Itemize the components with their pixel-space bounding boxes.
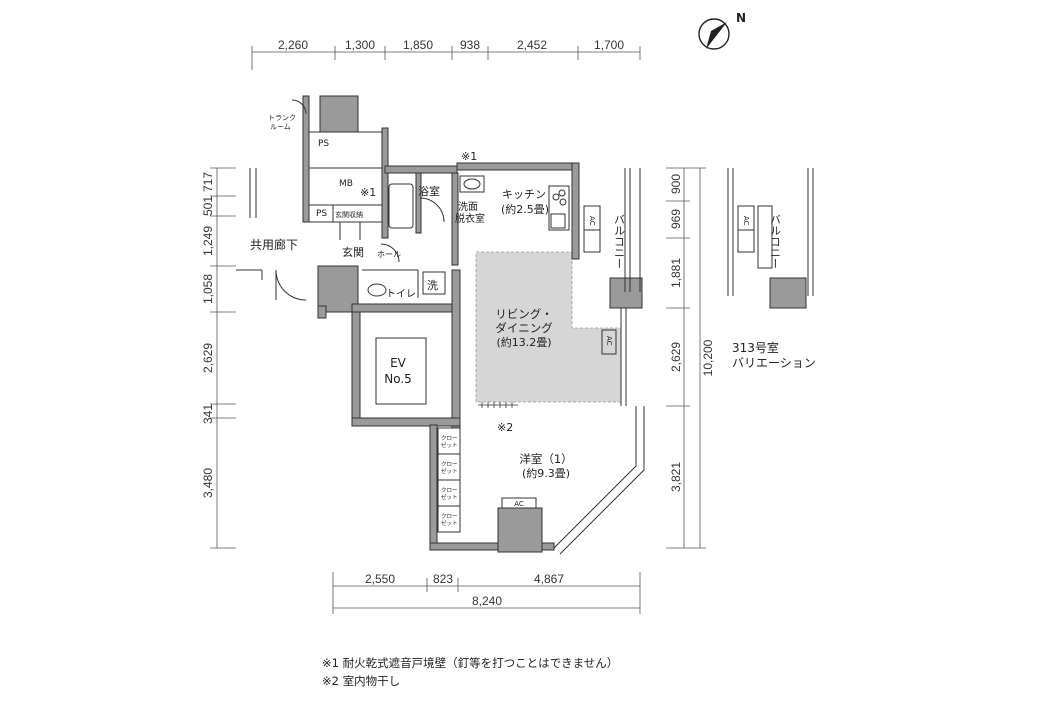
closet-2-label-1: クロー bbox=[441, 461, 458, 468]
ac-living-label: AC bbox=[605, 336, 613, 346]
living-label-2: ダイニング bbox=[495, 321, 553, 335]
living-label-1: リビング・ bbox=[495, 307, 553, 321]
ac-western-label: AC bbox=[514, 500, 524, 508]
dim-left-3: 1,249 bbox=[201, 226, 215, 256]
footnote-1: ※1 耐火乾式遮音戸境壁（釘等を打つことはできません） bbox=[322, 656, 619, 670]
window-sill-hatch bbox=[478, 402, 518, 408]
dim-left-7: 3,480 bbox=[201, 468, 215, 498]
dim-top-6: 1,700 bbox=[594, 38, 624, 52]
closet-1-label-1: クロー bbox=[441, 435, 458, 442]
dim-right-1: 900 bbox=[669, 174, 683, 194]
variation-label: バリエーション bbox=[732, 356, 816, 370]
dim-bottom-total: 8,240 bbox=[472, 594, 502, 608]
toilet-label: トイレ bbox=[386, 289, 416, 300]
dim-left-5: 2,629 bbox=[201, 343, 215, 373]
variation-balcony-label: バルコニー bbox=[769, 214, 782, 269]
mark2-label: ※2 bbox=[497, 421, 513, 434]
trunk-room-label-2: ルーム bbox=[270, 123, 291, 131]
dim-right-2: 969 bbox=[669, 209, 683, 229]
western-label-2: (約9.3畳) bbox=[522, 466, 570, 480]
closet-4-label-2: ゼット bbox=[441, 519, 458, 527]
ps-bottom-label: PS bbox=[316, 209, 327, 219]
dim-bottom-3: 4,867 bbox=[534, 572, 564, 586]
living-label-3: (約13.2畳) bbox=[496, 335, 551, 349]
compass-icon: N bbox=[698, 11, 746, 50]
dim-top-5: 2,452 bbox=[517, 38, 547, 52]
washroom-label-2: 脱衣室 bbox=[455, 212, 485, 225]
ps-top-label: PS bbox=[318, 139, 329, 149]
washroom-label-1: 洗面 bbox=[458, 201, 478, 213]
balcony-label: バルコニー bbox=[613, 214, 626, 269]
kitchen-label-2: (約2.5畳) bbox=[501, 202, 549, 216]
dim-right-4: 2,629 bbox=[669, 342, 683, 372]
dim-bottom-2: 823 bbox=[433, 572, 453, 586]
mark1-top: ※1 bbox=[461, 150, 477, 163]
compass-north-label: N bbox=[736, 11, 746, 25]
variation-wall bbox=[769, 277, 807, 309]
dimension-lines bbox=[210, 46, 706, 614]
variation-room-number: 313号室 bbox=[732, 340, 779, 355]
closet-4-label-1: クロー bbox=[441, 513, 458, 520]
dim-left-6: 341 bbox=[201, 404, 215, 424]
dim-top-3: 1,850 bbox=[403, 38, 433, 52]
ev-label-1: EV bbox=[390, 356, 407, 370]
footnote-2: ※2 室内物干し bbox=[322, 674, 401, 688]
bath-label: 浴室 bbox=[418, 184, 440, 198]
kitchen-label-1: キッチン bbox=[502, 188, 546, 201]
dim-right-3: 1,881 bbox=[669, 258, 683, 288]
dim-bottom-1: 2,550 bbox=[365, 572, 395, 586]
washer-label: 洗 bbox=[427, 279, 438, 292]
western-label-1: 洋室（1） bbox=[519, 452, 572, 466]
room-labels: トランク ルーム PS MB ※1 PS 玄関収納 共用廊下 玄関 ホール トイ… bbox=[250, 114, 816, 527]
outline-lines bbox=[236, 99, 814, 555]
hall-label: ホール bbox=[377, 250, 401, 259]
ac-balcony-label: AC bbox=[588, 216, 596, 226]
dim-left-1: 717 bbox=[201, 172, 215, 192]
dim-top-2: 1,300 bbox=[345, 38, 375, 52]
ev-label-2: No.5 bbox=[384, 372, 412, 386]
dim-right-total: 10,200 bbox=[701, 339, 715, 376]
dim-top-1: 2,260 bbox=[278, 38, 308, 52]
walls bbox=[302, 95, 643, 553]
dim-right-5: 3,821 bbox=[669, 462, 683, 492]
dim-top-4: 938 bbox=[460, 38, 480, 52]
variation-ac-label: AC bbox=[742, 216, 750, 226]
closet-3-label-2: ゼット bbox=[441, 493, 458, 501]
shoe-storage-label: 玄関収納 bbox=[335, 210, 363, 219]
corridor-label: 共用廊下 bbox=[250, 237, 298, 252]
entrance-label: 玄関 bbox=[342, 245, 364, 259]
trunk-room-label-1: トランク bbox=[268, 114, 296, 122]
dimension-labels: 2,260 1,300 1,850 938 2,452 1,700 717 50… bbox=[201, 38, 715, 608]
dim-left-4: 1,058 bbox=[201, 274, 215, 304]
closet-3-label-1: クロー bbox=[441, 487, 458, 494]
mark1-mb: ※1 bbox=[360, 186, 376, 199]
closet-1-label-2: ゼット bbox=[441, 441, 458, 449]
closet-2-label-2: ゼット bbox=[441, 467, 458, 475]
dim-left-2: 501 bbox=[201, 196, 215, 216]
mb-label: MB bbox=[339, 179, 353, 189]
